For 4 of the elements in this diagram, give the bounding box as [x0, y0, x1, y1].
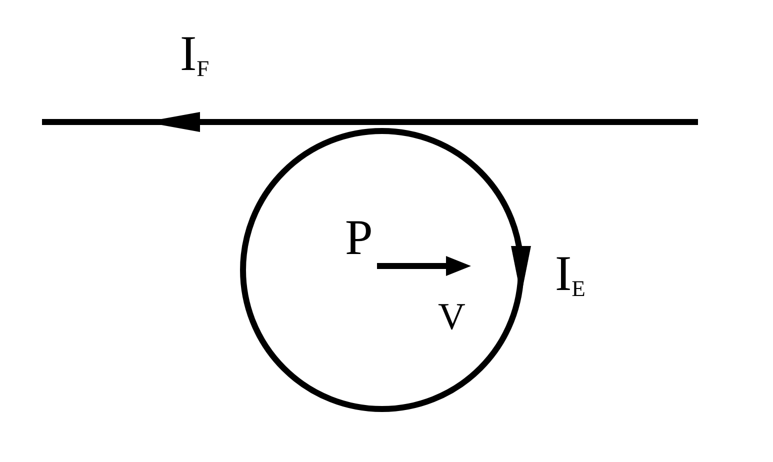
symbol-label: I$_{F}$ [180, 28, 210, 78]
symbol-label: P [345, 212, 373, 262]
symbol-label: I$_{E}$ [555, 248, 586, 298]
symbol-label: V [438, 298, 466, 336]
